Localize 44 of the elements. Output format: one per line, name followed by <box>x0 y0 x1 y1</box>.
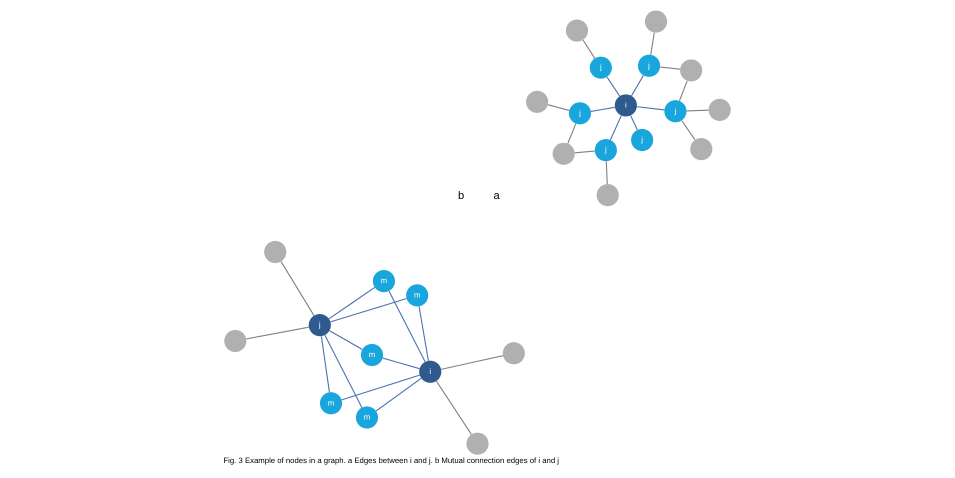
connector <box>280 261 314 316</box>
connector <box>567 124 576 144</box>
connector <box>631 75 644 96</box>
node-circle <box>552 142 575 165</box>
connector <box>246 326 309 340</box>
connector <box>650 32 655 55</box>
node-circle <box>596 184 619 206</box>
node-circle <box>502 342 525 364</box>
connector <box>548 104 570 111</box>
connector <box>330 298 407 322</box>
connector <box>686 110 709 112</box>
connector <box>574 150 595 154</box>
connector <box>606 161 608 184</box>
connector <box>436 380 472 435</box>
node-circle <box>708 98 731 121</box>
node-circle <box>224 330 246 352</box>
connector <box>590 106 615 112</box>
node-circle <box>466 432 489 455</box>
node-circle <box>690 138 712 160</box>
connector <box>376 378 422 412</box>
connector <box>329 330 362 350</box>
connector <box>582 40 596 59</box>
connector <box>388 290 426 362</box>
connector <box>441 355 504 370</box>
connector <box>630 115 638 130</box>
node-circle <box>680 59 702 82</box>
node-circle <box>264 240 286 264</box>
connector <box>342 374 420 400</box>
label: a <box>494 190 500 202</box>
connector <box>681 120 696 140</box>
node-circle <box>566 19 588 42</box>
connector <box>637 106 664 111</box>
connector <box>328 286 376 320</box>
connector <box>418 306 429 361</box>
connector <box>324 334 362 408</box>
connector <box>382 358 420 370</box>
connector <box>320 336 330 392</box>
connector <box>660 66 680 70</box>
node-circle <box>526 90 548 113</box>
label: b <box>458 190 464 202</box>
connector <box>678 80 688 101</box>
connector <box>610 115 622 140</box>
node-circle <box>644 10 668 33</box>
connector <box>606 76 620 96</box>
